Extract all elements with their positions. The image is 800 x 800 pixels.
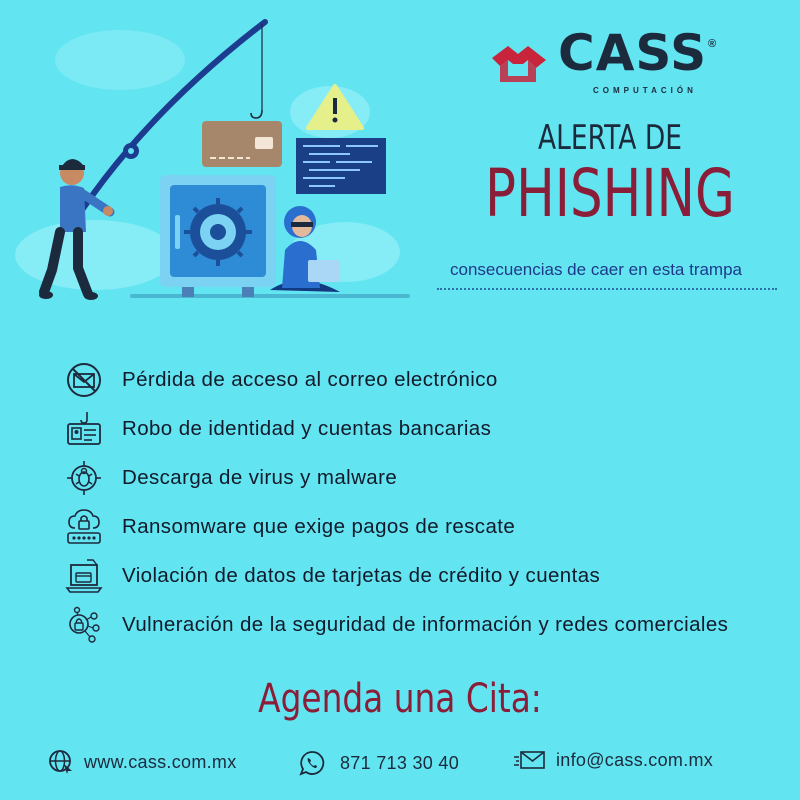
list-item-label: Robo de identidad y cuentas bancarias <box>122 417 492 440</box>
list-item: Ransomware que exige pagos de rescate <box>64 505 515 549</box>
headline-line2: PHISHING <box>485 155 735 232</box>
website-link[interactable]: www.cass.com.mx <box>48 749 237 775</box>
cass-logo-icon <box>492 46 546 82</box>
email-text: info@cass.com.mx <box>556 749 714 770</box>
list-item-label: Vulneración de la seguridad de informaci… <box>122 613 729 636</box>
whatsapp-icon <box>299 751 325 776</box>
id-card-hook-icon <box>64 409 104 449</box>
no-email-icon <box>64 360 104 400</box>
registered-mark: ® <box>708 38 717 50</box>
phone-text: 871 713 30 40 <box>340 752 460 773</box>
brand-tagline: COMPUTACIÓN <box>593 86 697 95</box>
list-item-label: Violación de datos de tarjetas de crédit… <box>122 564 601 587</box>
globe-icon <box>49 750 72 774</box>
network-lock-icon <box>64 605 104 645</box>
cta-label: Agenda una Cita: <box>258 676 542 722</box>
envelope-icon <box>514 751 545 769</box>
list-item-label: Descarga de virus y malware <box>122 466 398 489</box>
lock-password-icon <box>64 507 104 547</box>
virus-bug-icon <box>64 458 104 498</box>
laptop-card-icon <box>64 556 104 596</box>
list-item: Vulneración de la seguridad de informaci… <box>64 603 728 647</box>
headline-line1: ALERTA DE <box>537 118 683 158</box>
dotted-divider <box>437 288 777 290</box>
brand-name: CASS <box>558 24 708 82</box>
list-item: Violación de datos de tarjetas de crédit… <box>64 554 600 598</box>
cta-heading: Agenda una Cita: <box>0 676 800 722</box>
list-item: Descarga de virus y malware <box>64 456 397 500</box>
list-item: Pérdida de acceso al correo electrónico <box>64 358 498 402</box>
website-text: www.cass.com.mx <box>84 751 237 772</box>
phone-link[interactable]: 871 713 30 40 <box>298 749 459 777</box>
email-link[interactable]: info@cass.com.mx <box>514 749 713 771</box>
brand-logo: CASS ® COMPUTACIÓN <box>488 24 723 100</box>
list-item-label: Pérdida de acceso al correo electrónico <box>122 368 498 391</box>
headline-subtitle: consecuencias de caer en esta trampa <box>450 260 743 279</box>
list-item: Robo de identidad y cuentas bancarias <box>64 407 491 451</box>
list-item-label: Ransomware que exige pagos de rescate <box>122 515 516 538</box>
phishing-illustration <box>15 19 410 300</box>
